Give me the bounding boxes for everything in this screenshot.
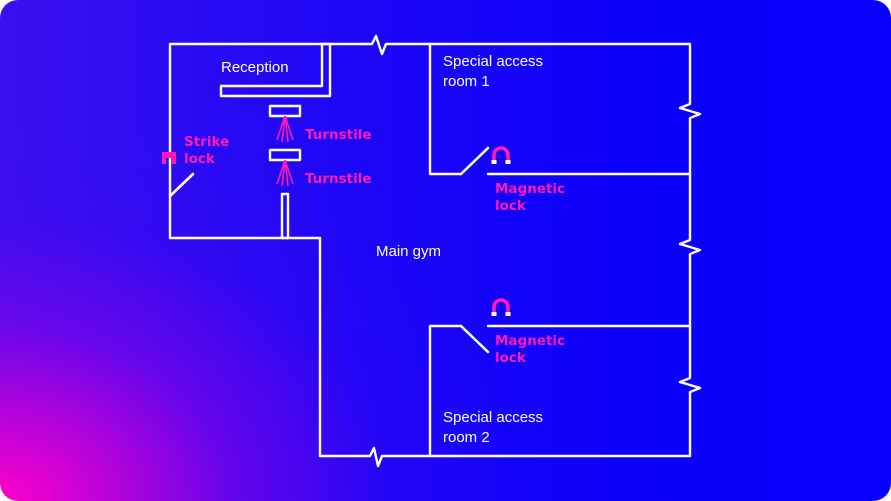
outer-wall-west [168,42,368,458]
turnstile-icon [268,104,302,143]
special-room-1-label-line1: Special access [443,53,544,70]
outer-wall-north [392,42,692,100]
turnstile-label-1: Turnstile [305,127,372,143]
magnetic-lock-1-label-line1: Magnetic [495,181,566,197]
reception-label: Reception [221,59,289,76]
wall-break-east-3 [678,372,702,398]
special-room-2-label-line2: room 2 [443,429,490,446]
strike-lock-label-line1: Strike [184,134,230,150]
magnet-icon [491,146,511,164]
main-gym-label: Main gym [376,243,442,260]
magnetic-lock-2-label-line2: lock [495,350,526,366]
magnetic-lock-1-label-line2: lock [495,198,526,214]
wall-break-east-1 [678,96,702,124]
room-2-partition [428,324,463,458]
strike-lock-label-line2: lock [184,151,215,167]
wall-break-bottom [364,446,396,468]
turnstile-icon [268,148,302,187]
turnstile-label-2: Turnstile [305,171,372,187]
special-room-2-label-line1: Special access [443,409,544,426]
strike-lock-icon [162,152,176,164]
wall-break-east-2 [678,234,702,260]
reception-desk [219,42,332,98]
outer-wall-east-lower [392,394,692,458]
turnstile-barrier-post [280,192,290,240]
special-room-1-label-line2: room 1 [443,73,490,90]
magnetic-lock-2-label-line1: Magnetic [495,333,566,349]
strike-lock-door [168,172,195,198]
room-1-door [459,146,490,176]
room-1-partition [428,42,463,176]
room-2-door [459,324,490,354]
magnet-icon [491,298,511,316]
wall-break-top [363,34,396,56]
